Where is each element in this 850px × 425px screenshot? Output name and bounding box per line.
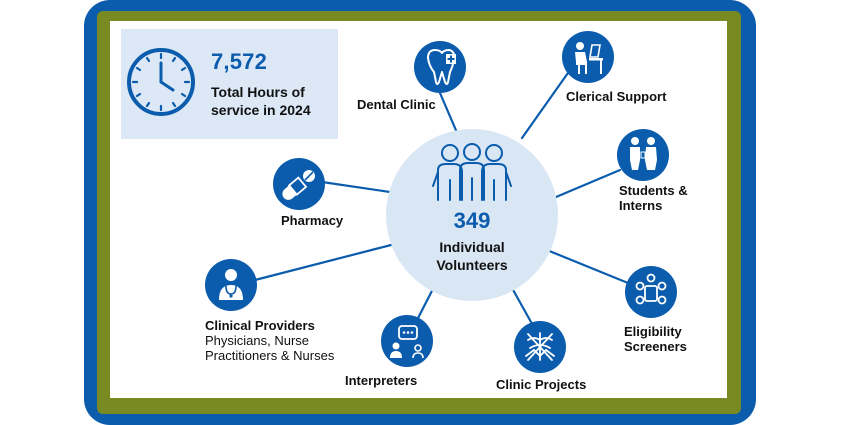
student-icon: [630, 137, 657, 170]
label-clerical: Clerical Support: [566, 89, 667, 104]
label-providers-detail: Physicians, Nurse Practitioners & Nurses: [205, 333, 335, 363]
connector-providers: [253, 243, 393, 282]
center-number: 349: [453, 208, 491, 233]
stat-label: Total Hours of service in 2024: [211, 84, 311, 118]
interpreters-node: [381, 315, 433, 367]
label-pharmacy: Pharmacy: [281, 213, 344, 228]
stat-number: 7,572: [211, 49, 268, 74]
clerical-node: [562, 31, 614, 83]
connector-eligibility: [540, 246, 630, 285]
pill-icon: [282, 170, 315, 200]
stat-box: [121, 29, 338, 139]
label-projects: Clinic Projects: [496, 377, 587, 392]
tooth-icon: [427, 49, 456, 85]
label-dental: Dental Clinic: [357, 97, 436, 112]
label-providers: Clinical Providers: [205, 318, 315, 333]
connector-dental: [438, 91, 460, 137]
label-students: Students & Interns: [619, 183, 688, 213]
label-interpreters: Interpreters: [345, 373, 418, 388]
dental-node: [414, 41, 466, 93]
connector-projects: [510, 286, 533, 324]
connector-pharmacy: [320, 180, 392, 194]
helping-hands-icon: [525, 332, 555, 361]
center-label: Individual Volunteers: [436, 239, 508, 273]
label-eligibility: Eligibility Screeners: [624, 324, 687, 354]
volunteers-group-icon: [432, 143, 512, 201]
connector-clerical: [520, 61, 577, 140]
meeting-table-icon: [635, 273, 667, 305]
center-hub: [386, 129, 558, 301]
connectors: [253, 61, 630, 324]
doctor-icon: [219, 269, 243, 300]
desk-worker-icon: [575, 42, 603, 74]
clock-icon: [127, 48, 195, 116]
connector-students: [554, 168, 622, 199]
speech-bubble-icon: [390, 325, 424, 359]
eligibility-node: [625, 266, 677, 318]
